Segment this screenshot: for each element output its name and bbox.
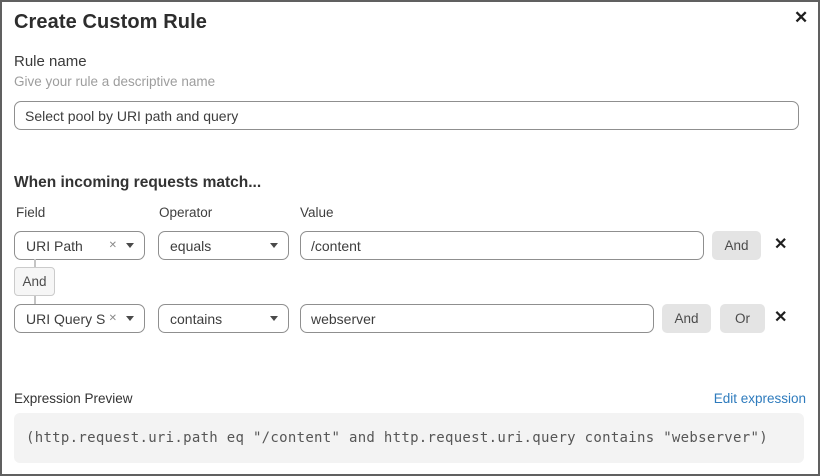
- field-select-row2[interactable]: URI Query St... ✕: [14, 304, 145, 333]
- column-label-operator: Operator: [159, 205, 213, 220]
- rule-name-helper-text: Give your rule a descriptive name: [14, 74, 216, 89]
- operator-select-row2-value: contains: [170, 310, 223, 327]
- and-button-row2[interactable]: And: [662, 304, 711, 333]
- operator-select-row1[interactable]: equals: [158, 231, 289, 260]
- page-title: Create Custom Rule: [14, 11, 207, 33]
- field-select-row1[interactable]: URI Path ✕: [14, 231, 145, 260]
- clear-icon[interactable]: ✕: [108, 313, 117, 324]
- value-input-row1[interactable]: [300, 231, 704, 260]
- field-select-row2-value: URI Query St...: [26, 310, 105, 327]
- value-input-row2[interactable]: [300, 304, 654, 333]
- connector-and-badge: And: [14, 267, 55, 296]
- chevron-down-icon: [126, 316, 134, 321]
- expression-preview-label: Expression Preview: [14, 391, 133, 406]
- operator-select-row2[interactable]: contains: [158, 304, 289, 333]
- expression-code: (http.request.uri.path eq "/content" and…: [26, 430, 768, 446]
- column-label-value: Value: [300, 205, 334, 220]
- clear-icon[interactable]: ✕: [108, 240, 117, 251]
- edit-expression-link[interactable]: Edit expression: [713, 391, 806, 406]
- and-button-row1[interactable]: And: [712, 231, 761, 260]
- column-label-field: Field: [16, 205, 46, 220]
- delete-row1-icon[interactable]: ✕: [774, 236, 788, 253]
- match-section-heading: When incoming requests match...: [14, 174, 262, 191]
- delete-row2-icon[interactable]: ✕: [774, 309, 788, 326]
- operator-select-row1-value: equals: [170, 237, 212, 254]
- or-button-row2[interactable]: Or: [720, 304, 765, 333]
- close-icon[interactable]: ✕: [794, 8, 809, 27]
- expression-code-block: (http.request.uri.path eq "/content" and…: [14, 413, 804, 463]
- chevron-down-icon: [126, 243, 134, 248]
- rule-name-label: Rule name: [14, 53, 87, 70]
- chevron-down-icon: [270, 316, 278, 321]
- rule-name-input[interactable]: [14, 101, 799, 130]
- field-select-row1-value: URI Path: [26, 237, 83, 254]
- chevron-down-icon: [270, 243, 278, 248]
